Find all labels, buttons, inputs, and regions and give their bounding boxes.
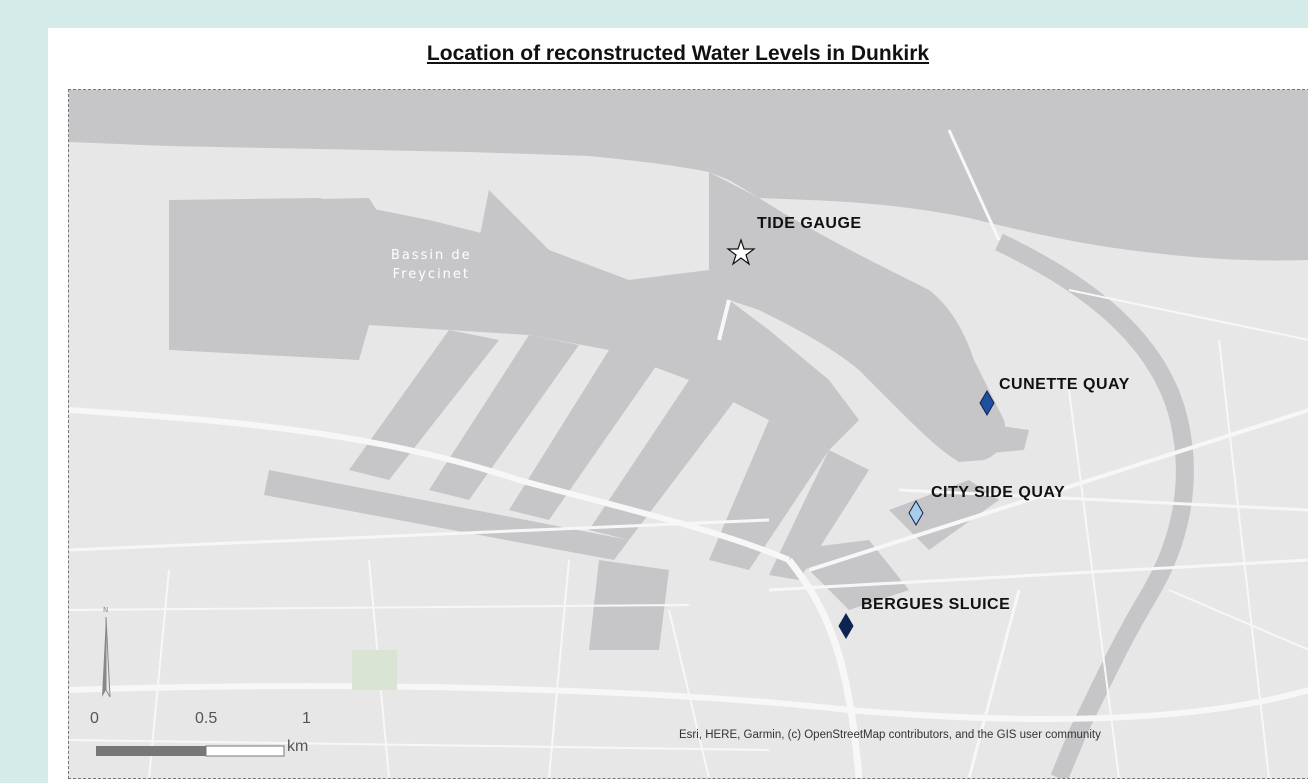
canal-river — [995, 233, 1194, 778]
scale-tick-0: 0 — [90, 710, 99, 727]
diamond-icon — [838, 613, 854, 639]
label-tide-gauge[interactable]: TIDE GAUGE — [757, 215, 862, 232]
port-channel — [709, 172, 1006, 462]
north-arrow-icon: N — [102, 606, 111, 698]
basin-label-line2: Freycinet — [392, 267, 471, 282]
star-icon — [726, 238, 756, 266]
label-cunette-quay[interactable]: CUNETTE QUAY — [999, 376, 1130, 393]
label-bergues-sluice[interactable]: BERGUES SLUICE — [861, 596, 1011, 613]
scale-bar — [96, 745, 285, 757]
scale-tick-1: 1 — [302, 710, 311, 727]
label-city-side-quay[interactable]: CITY SIDE QUAY — [931, 484, 1066, 501]
park-area — [352, 650, 397, 690]
map-frame[interactable]: N Bassin de Freycinet TIDE GAUGE CUNETTE… — [68, 89, 1308, 779]
sea-water — [69, 90, 1308, 261]
scale-tick-0-5: 0.5 — [195, 710, 218, 727]
diamond-icon — [908, 500, 924, 526]
basin-label-line1: Bassin de — [391, 248, 472, 263]
svg-text:N: N — [103, 606, 108, 614]
dock-fingers — [169, 190, 1029, 650]
diamond-icon — [979, 390, 995, 416]
scale-unit: km — [287, 738, 309, 755]
attribution-text: Esri, HERE, Garmin, (c) OpenStreetMap co… — [679, 729, 1101, 741]
basin-label: Bassin de Freycinet — [391, 246, 472, 284]
bassin-freycinet — [169, 198, 859, 450]
map-layout-sheet: Location of reconstructed Water Levels i… — [48, 28, 1308, 783]
map-title: Location of reconstructed Water Levels i… — [426, 42, 930, 65]
road-network — [69, 129, 1308, 778]
basemap: N — [69, 90, 1308, 778]
